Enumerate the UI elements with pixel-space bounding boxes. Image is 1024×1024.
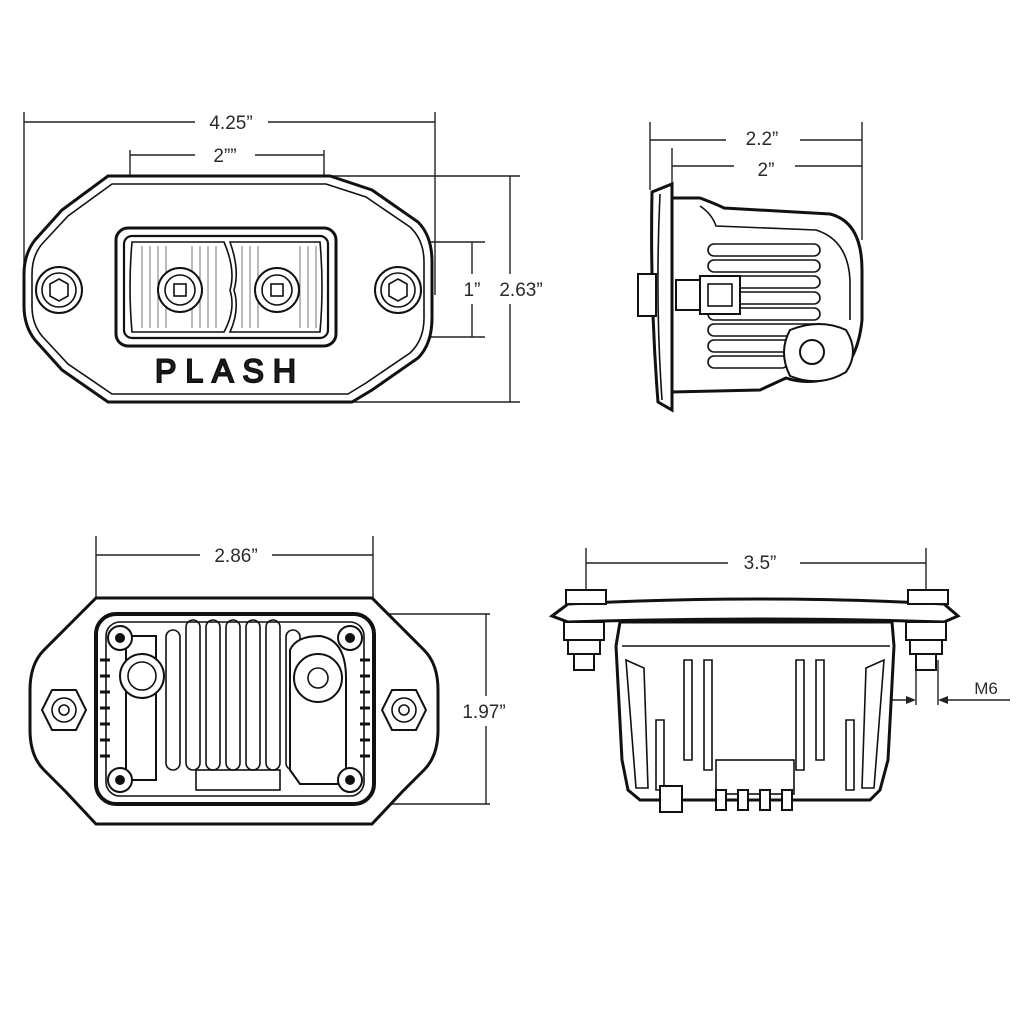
rear-left-boss <box>119 635 165 781</box>
dim-body-width: 2.86” <box>214 546 257 567</box>
dim-overall-height: 2.63” <box>499 280 542 301</box>
rear-left-nut <box>40 689 88 731</box>
dim-overall-width: 4.25” <box>209 113 252 134</box>
dim-lens-width: 2”” <box>213 146 236 167</box>
dim-bolt-spacing: 3.5” <box>744 553 777 574</box>
bolt-thread-label: M6 <box>974 679 998 698</box>
dim-overall-depth: 2.2” <box>746 129 779 150</box>
right-mount-hole <box>374 266 422 314</box>
side-view: 2.2” 2” <box>637 122 864 413</box>
top-body <box>614 620 896 802</box>
top-view: 3.5” M6 <box>548 548 1010 813</box>
top-fins <box>625 658 885 795</box>
dim-lens-height: 1” <box>464 280 481 301</box>
rear-right-boss <box>289 634 347 785</box>
left-mount-hole <box>35 266 83 314</box>
top-left-bolt <box>563 589 607 671</box>
dim-body-depth: 2” <box>758 160 775 181</box>
top-pins <box>659 785 793 813</box>
rear-view: 2.86” 1.97” <box>28 536 506 826</box>
top-right-bolt <box>905 589 949 671</box>
left-led <box>157 267 203 313</box>
rear-right-nut <box>380 689 428 731</box>
dim-body-height: 1.97” <box>462 702 505 723</box>
lens-window <box>114 226 338 348</box>
top-flange <box>548 597 961 624</box>
rear-fins <box>165 619 301 791</box>
side-mount-ear <box>783 323 854 383</box>
right-led <box>254 267 300 313</box>
brand-logo: PLASH <box>155 353 305 389</box>
rear-corner-screws <box>107 625 363 793</box>
top-dimension-lines <box>585 548 1010 705</box>
rear-side-teeth <box>100 658 370 758</box>
side-bezel <box>650 181 674 413</box>
front-view: 4.25” 2”” 1” 2.63” <box>22 112 543 404</box>
side-connector <box>637 273 741 317</box>
side-dimension-lines <box>649 122 863 240</box>
